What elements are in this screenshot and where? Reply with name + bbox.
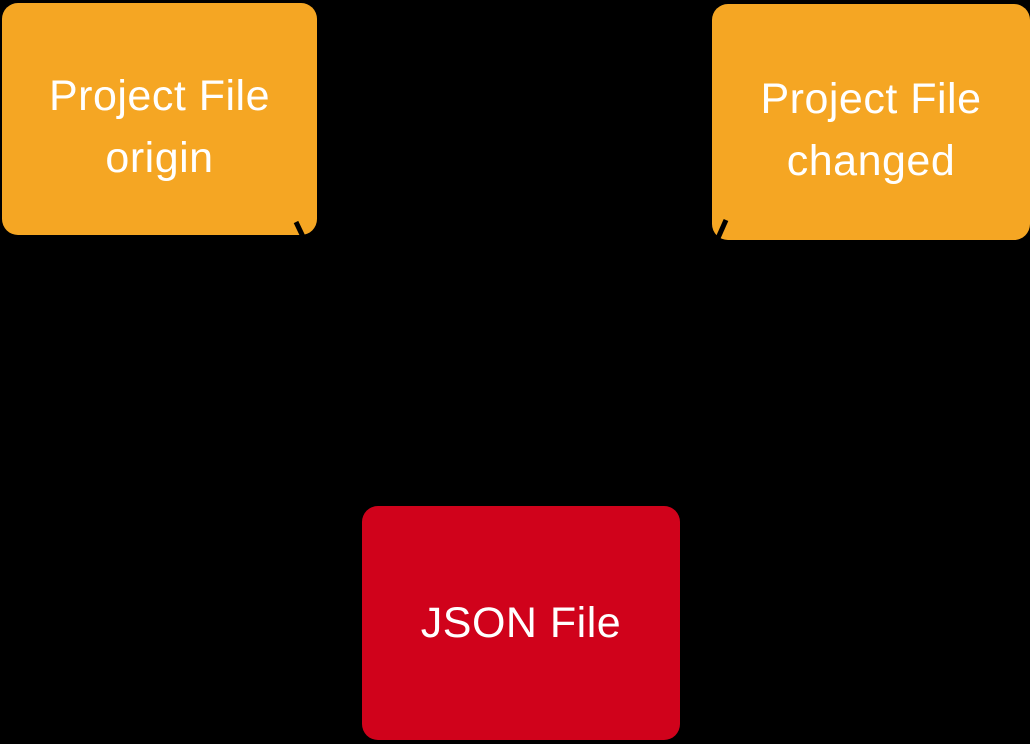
node-label-line: Project File — [760, 75, 982, 123]
node-label-line: origin — [105, 134, 214, 182]
connector-line — [599, 218, 729, 502]
connector-line — [293, 220, 431, 502]
node-label-line: JSON File — [420, 599, 622, 647]
connector-origin-to-json — [293, 220, 441, 503]
node-label-line: Project File — [48, 72, 271, 120]
arrowhead-icon — [589, 487, 611, 503]
arrowhead-icon — [419, 487, 441, 503]
connector-changed-to-json — [589, 218, 729, 503]
node-project-file-changed: Project File changed — [712, 4, 1030, 240]
node-label-line: changed — [786, 137, 956, 185]
node-project-file-origin: Project File origin — [2, 3, 317, 235]
node-json-file: JSON File — [362, 506, 680, 740]
